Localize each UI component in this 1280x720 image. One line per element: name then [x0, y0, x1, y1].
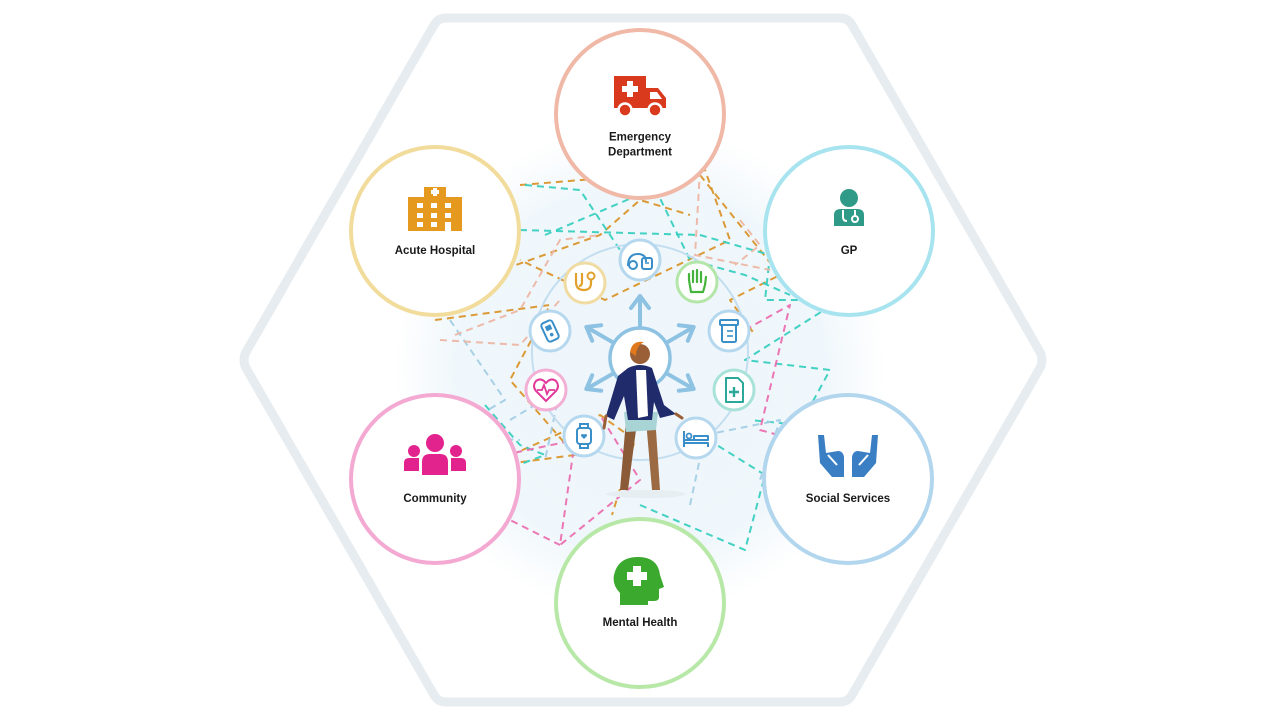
node-circle [554, 28, 726, 200]
node-circle [349, 393, 521, 565]
doctor-icon [834, 189, 864, 226]
ambulance-icon [614, 76, 666, 118]
dashed-connector [434, 304, 576, 471]
dashed-connector [479, 414, 641, 546]
dashed-connector [694, 169, 771, 271]
dashed-connector [459, 199, 691, 286]
hand-icon [675, 260, 719, 304]
smartwatch-icon [562, 414, 606, 458]
hospital-bed-icon [674, 416, 718, 460]
radial-arrow [584, 323, 616, 345]
dashed-connector [524, 184, 621, 251]
node-label: Mental Health [603, 617, 678, 629]
caring-hands-icon [818, 435, 878, 477]
glucose-meter-icon [528, 309, 572, 353]
dashed-connector [499, 414, 636, 516]
people-group-icon [404, 434, 466, 475]
node-label: Acute Hospital [395, 245, 476, 257]
patient-figure-icon [602, 341, 686, 498]
radial-arrow [664, 371, 696, 393]
dashed-connector [454, 234, 601, 336]
node-mental: Mental Health [554, 517, 726, 689]
medicine-jar-icon [707, 309, 751, 353]
hospital-building-icon [408, 187, 462, 231]
node-gp: GP [763, 145, 935, 317]
radial-arrow [584, 371, 616, 393]
node-social: Social Services [762, 393, 934, 565]
node-label: GP [841, 245, 858, 257]
node-label: Social Services [806, 493, 890, 505]
node-label: Community [403, 493, 467, 505]
node-circle [762, 393, 934, 565]
dashed-connector [484, 404, 546, 471]
node-community: Community [349, 393, 521, 565]
node-acute: Acute Hospital [349, 145, 521, 317]
hexagon-frame [239, 13, 1047, 707]
dashed-connector [689, 419, 781, 506]
radial-arrow [664, 323, 696, 345]
blood-pressure-icon [618, 238, 662, 282]
radial-arrow [629, 294, 651, 329]
heart-monitor-icon [524, 368, 568, 412]
head-cross-icon [613, 557, 664, 605]
medical-document-icon [712, 368, 756, 412]
stethoscope-icon [563, 261, 607, 305]
node-circle [763, 145, 935, 317]
dashed-connector [734, 219, 761, 266]
